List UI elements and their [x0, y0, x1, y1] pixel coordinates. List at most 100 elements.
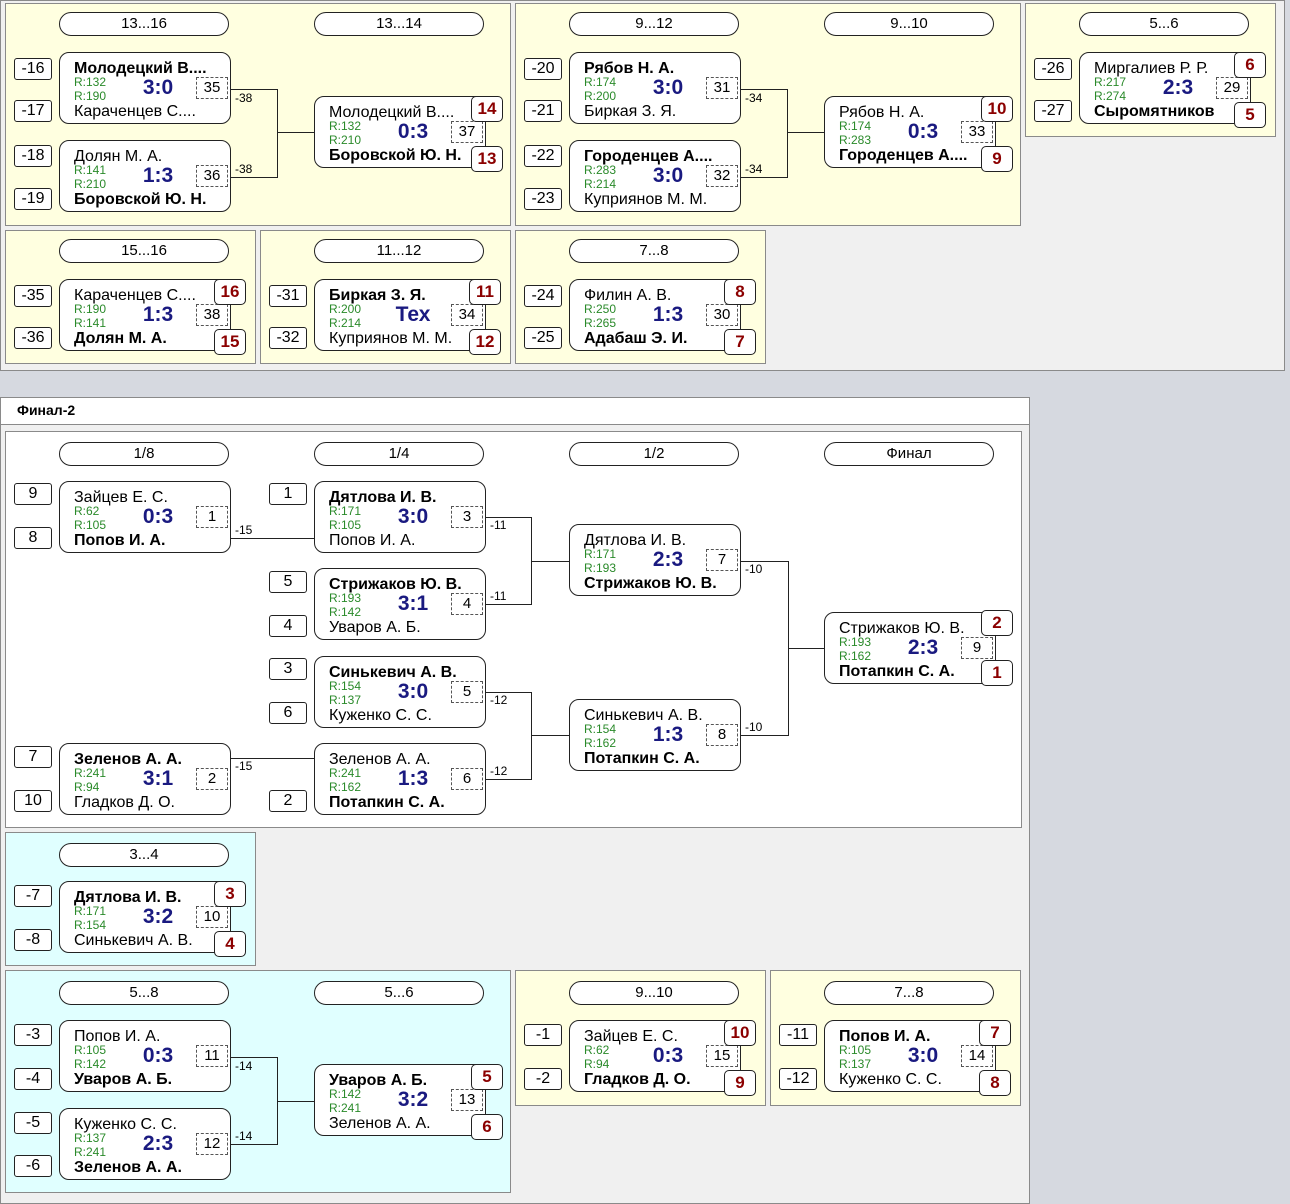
seed-box: -21	[524, 100, 562, 122]
place-box: 4	[214, 931, 246, 957]
bracket-line	[741, 177, 788, 178]
match-card[interactable]: Молодецкий В.... R:132 R:210 0:3 37 Боро…	[314, 96, 486, 168]
bracket-line	[787, 132, 824, 133]
group-7-8-lower: 7...8 -11 -12 Попов И. А. R:105 R:137 3:…	[770, 970, 1021, 1106]
seed-box: 4	[269, 615, 307, 637]
match-card[interactable]: Дятлова И. В. R:171 R:193 2:3 7 Стрижако…	[569, 524, 741, 596]
bracket-line	[277, 89, 278, 178]
match-score: 3:1	[397, 592, 429, 615]
match-number: 1	[196, 506, 228, 528]
place-box: 8	[979, 1070, 1011, 1096]
match-card[interactable]: Зеленов А. А. R:241 R:162 1:3 6 Потапкин…	[314, 743, 486, 815]
match-card[interactable]: Дятлова И. В. R:171 R:105 3:0 3 Попов И.…	[314, 481, 486, 553]
match-card[interactable]: Рябов Н. А. R:174 R:200 3:0 31 Биркая З.…	[569, 52, 741, 124]
seed-box: -6	[14, 1155, 52, 1177]
round-header: 9...10	[569, 981, 739, 1005]
match-card[interactable]: Зайцев Е. С. R:62 R:105 0:3 1 Попов И. А…	[59, 481, 231, 553]
player-rating: R:241	[329, 1101, 362, 1115]
match-score: 3:0	[907, 1044, 939, 1067]
match-card[interactable]: Долян М. А. R:141 R:210 1:3 36 Боровской…	[59, 140, 231, 212]
match-score: 0:3	[142, 505, 174, 528]
match-number: 13	[451, 1089, 483, 1111]
match-score: 2:3	[907, 636, 939, 659]
match-card[interactable]: Дятлова И. В. R:171 R:154 3:2 10 Синькев…	[59, 881, 231, 953]
match-card[interactable]: Стрижаков Ю. В. R:193 R:142 3:1 4 Уваров…	[314, 568, 486, 640]
player-name: Зеленов А. А.	[74, 1159, 182, 1176]
match-card[interactable]: Биркая З. Я. R:200 R:214 Тех 34 Куприяно…	[314, 279, 486, 351]
player-rating: R:241	[74, 1145, 107, 1159]
player-rating: R:210	[74, 177, 107, 191]
place-box: 11	[469, 279, 501, 305]
seed-box: -24	[524, 285, 562, 307]
group-5-6-upper: 5...6 -26 -27 Миргалиев Р. Р. R:217 R:27…	[1025, 3, 1276, 137]
player-rating: R:141	[74, 316, 107, 330]
player-rating: R:141	[74, 163, 107, 177]
match-score: 3:2	[397, 1088, 429, 1111]
player-name: Гладков Д. О.	[584, 1071, 691, 1088]
player-rating: R:137	[839, 1057, 872, 1071]
group-3-4: 3...4 -7 -8 Дятлова И. В. R:171 R:154 3:…	[5, 832, 256, 966]
seed-box: -35	[14, 285, 52, 307]
match-card[interactable]: Зайцев Е. С. R:62 R:94 0:3 15 Гладков Д.…	[569, 1020, 741, 1092]
seed-box: -25	[524, 327, 562, 349]
match-number: 38	[196, 304, 228, 326]
match-card[interactable]: Зеленов А. А. R:241 R:94 3:1 2 Гладков Д…	[59, 743, 231, 815]
match-card[interactable]: Попов И. А. R:105 R:142 0:3 11 Уваров А.…	[59, 1020, 231, 1092]
link-label: -38	[235, 162, 253, 176]
seed-box: -5	[14, 1112, 52, 1134]
player-rating: R:132	[74, 75, 107, 89]
place-box: 10	[981, 96, 1013, 122]
player-rating: R:142	[329, 605, 362, 619]
place-box: 16	[214, 279, 246, 305]
player-rating: R:241	[329, 766, 362, 780]
match-card[interactable]: Филин А. В. R:250 R:265 1:3 30 Адабаш Э.…	[569, 279, 741, 351]
match-card[interactable]: Караченцев С.... R:190 R:141 1:3 38 Доля…	[59, 279, 231, 351]
round-header: 7...8	[824, 981, 994, 1005]
match-number: 31	[706, 77, 738, 99]
player-name: Зайцев Е. С.	[74, 489, 168, 506]
match-score: 1:3	[142, 303, 174, 326]
player-name: Стрижаков Ю. В.	[839, 620, 965, 637]
match-card[interactable]: Куженко С. С. R:137 R:241 2:3 12 Зеленов…	[59, 1108, 231, 1180]
match-card[interactable]: Молодецкий В.... R:132 R:190 3:0 35 Кара…	[59, 52, 231, 124]
match-card[interactable]: Городенцев А.... R:283 R:214 3:0 32 Купр…	[569, 140, 741, 212]
player-rating: R:105	[74, 1043, 107, 1057]
player-rating: R:193	[329, 591, 362, 605]
player-rating: R:162	[839, 649, 872, 663]
player-rating: R:105	[839, 1043, 872, 1057]
player-name: Гладков Д. О.	[74, 794, 175, 811]
match-card[interactable]: Уваров А. Б. R:142 R:241 3:2 13 Зеленов …	[314, 1064, 486, 1136]
player-rating: R:142	[329, 1087, 362, 1101]
match-card[interactable]: Рябов Н. А. R:174 R:283 0:3 33 Городенце…	[824, 96, 996, 168]
player-name: Долян М. А.	[74, 148, 163, 165]
bracket-line	[231, 1144, 278, 1145]
round-header: 5...6	[314, 981, 484, 1005]
match-score: 0:3	[652, 1044, 684, 1067]
player-rating: R:137	[74, 1131, 107, 1145]
player-name: Синькевич А. В.	[74, 932, 193, 949]
match-card[interactable]: Синькевич А. В. R:154 R:162 1:3 8 Потапк…	[569, 699, 741, 771]
match-card[interactable]: Стрижаков Ю. В. R:193 R:162 2:3 9 Потапк…	[824, 612, 996, 684]
player-name: Дятлова И. В.	[74, 889, 182, 906]
player-rating: R:174	[839, 119, 872, 133]
bracket-line	[486, 517, 532, 518]
match-number: 8	[706, 724, 738, 746]
match-number: 10	[196, 906, 228, 928]
player-name: Боровской Ю. Н.	[74, 191, 207, 208]
match-score: 0:3	[907, 120, 939, 143]
place-box: 9	[981, 146, 1013, 172]
round-header: 15...16	[59, 239, 229, 263]
match-card[interactable]: Попов И. А. R:105 R:137 3:0 14 Куженко С…	[824, 1020, 996, 1092]
seed-box: -22	[524, 145, 562, 167]
group-9-12: 9...12 9...10 -20 -21 -22 -23 Рябов Н. А…	[515, 3, 1021, 226]
match-number: 6	[451, 768, 483, 790]
match-score: 1:3	[142, 164, 174, 187]
match-card[interactable]: Миргалиев Р. Р. R:217 R:274 2:3 29 Сыром…	[1079, 52, 1251, 124]
player-name: Сыромятников	[1094, 103, 1215, 120]
place-box: 5	[471, 1064, 503, 1090]
place-box: 3	[214, 881, 246, 907]
round-header: 5...8	[59, 981, 229, 1005]
match-card[interactable]: Синькевич А. В. R:154 R:137 3:0 5 Куженк…	[314, 656, 486, 728]
player-name: Потапкин С. А.	[584, 750, 700, 767]
link-label: -14	[235, 1059, 253, 1073]
